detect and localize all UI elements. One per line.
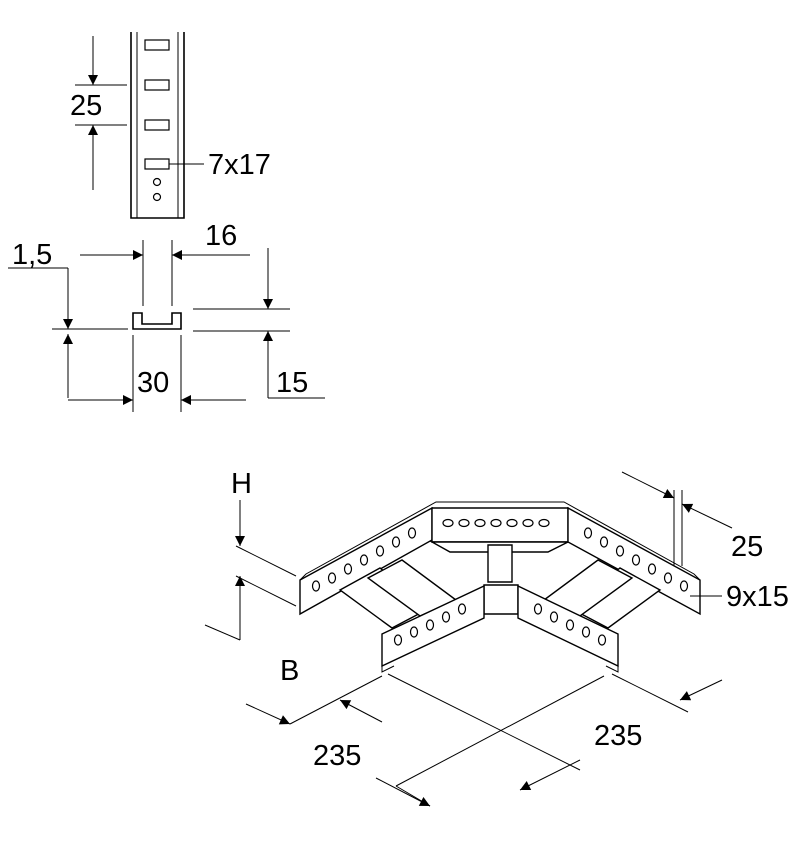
profile-width-label: 30 — [137, 367, 169, 399]
flange-width-label: 16 — [205, 220, 237, 252]
slot-pitch-label: 25 — [70, 90, 102, 122]
center-post — [487, 544, 513, 583]
dim-wall-thickness: 1,5 — [8, 239, 128, 398]
corner-holes — [442, 518, 550, 528]
dim-side-hole-size: 9x15 — [690, 581, 789, 613]
dim-flange-width: 16 — [80, 220, 250, 306]
round-hole — [152, 192, 162, 202]
profile-cross-section — [132, 312, 182, 330]
outer-left-holes — [311, 527, 417, 592]
inner-holes — [393, 603, 607, 646]
slot — [144, 79, 170, 91]
dim-flange-offset: 25 — [621, 471, 763, 566]
outer-right-holes — [583, 527, 689, 592]
center-block — [483, 584, 519, 615]
side-height-label: H — [231, 468, 252, 500]
leg-length-left-label: 235 — [313, 740, 361, 772]
dim-width: B — [245, 655, 383, 725]
flange-offset-label: 25 — [731, 531, 763, 563]
dim-leg-length-left: 235 — [313, 673, 605, 807]
dim-profile-width: 30 — [68, 335, 246, 412]
profile-height-label: 15 — [276, 367, 308, 399]
ladder-bend-isometric — [299, 501, 701, 673]
slot — [144, 39, 170, 51]
width-label: B — [280, 655, 299, 687]
dim-side-height: H — [204, 468, 297, 641]
side-hole-size-label: 9x15 — [726, 581, 789, 613]
dim-profile-height: 15 — [193, 248, 325, 399]
dim-slot-pitch: 25 — [70, 36, 127, 190]
slot — [144, 158, 170, 170]
profile-side-view — [130, 32, 185, 219]
leg-length-right-label: 235 — [594, 720, 642, 752]
dim-slot-size: 7x17 — [169, 149, 271, 181]
slot-size-label: 7x17 — [208, 149, 271, 181]
slot — [144, 119, 170, 131]
wall-thickness-label: 1,5 — [12, 239, 52, 271]
dim-leg-length-right: 235 — [594, 673, 723, 752]
round-hole — [152, 177, 162, 187]
